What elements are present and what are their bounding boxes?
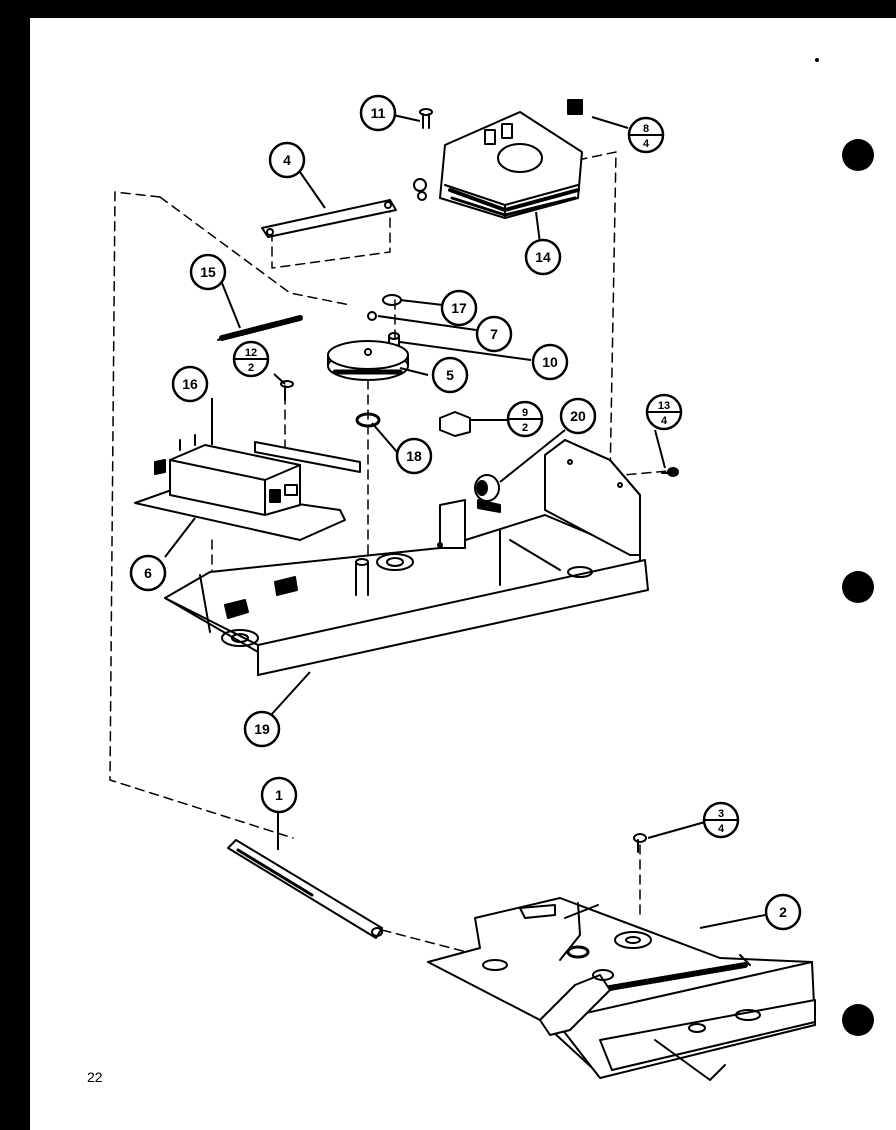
part-1-rod <box>227 839 383 939</box>
fraction-bottom: 4 <box>643 138 650 150</box>
fraction-bottom: 4 <box>661 415 668 427</box>
callout-label: 16 <box>182 376 198 392</box>
part-16-switch <box>134 434 361 541</box>
part-4-link-bar <box>261 199 397 238</box>
callout-2: 2 <box>764 893 802 931</box>
fraction-top: 12 <box>245 347 257 359</box>
part-20-clip <box>474 474 501 513</box>
punch-hole-bottom <box>842 1004 874 1036</box>
part-15-spring <box>219 315 303 341</box>
standoff-post <box>355 558 369 596</box>
fraction-bottom: 2 <box>522 422 528 434</box>
part-19-chassis-tray <box>164 439 649 676</box>
callout-label: 1 <box>275 787 283 803</box>
assembly-guide-lines <box>109 151 669 956</box>
callout-label: 6 <box>144 565 152 581</box>
callout-label: 7 <box>490 326 498 342</box>
callout-label: 5 <box>446 367 454 383</box>
leader-lines <box>164 114 766 929</box>
callout-label: 14 <box>535 249 551 265</box>
punch-hole-middle <box>842 571 874 603</box>
callout-label: 18 <box>406 448 422 464</box>
part-18-washer <box>355 412 381 428</box>
callout-17: 17 <box>440 289 478 327</box>
callout-20: 20 <box>559 397 597 435</box>
callout-5: 5 <box>431 356 469 394</box>
callout-11: 11 <box>359 94 397 132</box>
callout-label: 15 <box>200 264 216 280</box>
page-number: 22 <box>87 1069 103 1085</box>
callout-label: 19 <box>254 721 270 737</box>
fraction-callout-3-4: 34 <box>702 801 740 839</box>
callout-label: 20 <box>570 408 586 424</box>
callout-16: 16 <box>171 365 209 403</box>
part-2-latch-assembly <box>427 897 816 1081</box>
speck <box>815 58 819 62</box>
callout-18: 18 <box>395 437 433 475</box>
part-13-screw <box>661 467 679 477</box>
part-3-screw <box>633 833 647 853</box>
part-11-screw <box>419 108 433 129</box>
part-9-latch-block <box>439 411 471 437</box>
fraction-top: 8 <box>643 123 649 135</box>
callout-14: 14 <box>524 238 562 276</box>
callout-label: 10 <box>542 354 558 370</box>
callout-6: 6 <box>129 554 167 592</box>
callout-label: 2 <box>779 904 787 920</box>
fraction-top: 13 <box>658 400 670 412</box>
fraction-callout-12-2: 122 <box>232 340 270 378</box>
callout-label: 4 <box>283 152 291 168</box>
callout-10: 10 <box>531 343 569 381</box>
fraction-top: 9 <box>522 407 528 419</box>
callout-4: 4 <box>268 141 306 179</box>
callout-1: 1 <box>260 776 298 814</box>
part-5-cam-wheel <box>327 340 409 381</box>
fraction-top: 3 <box>718 808 724 820</box>
callout-label: 11 <box>371 105 386 121</box>
fraction-bottom: 2 <box>248 362 254 374</box>
fraction-callout-8-4: 84 <box>627 116 665 154</box>
part-14-timer-motor <box>413 99 583 219</box>
callout-7: 7 <box>475 315 513 353</box>
callout-label: 17 <box>451 300 467 316</box>
callout-15: 15 <box>189 253 227 291</box>
fraction-callout-13-4: 134 <box>645 393 683 431</box>
fraction-callout-9-2: 92 <box>506 400 544 438</box>
part-7-clip <box>367 311 377 321</box>
callout-19: 19 <box>243 710 281 748</box>
fraction-bottom: 4 <box>718 823 725 835</box>
punch-hole-top <box>842 139 874 171</box>
part-12-screw <box>280 380 294 401</box>
